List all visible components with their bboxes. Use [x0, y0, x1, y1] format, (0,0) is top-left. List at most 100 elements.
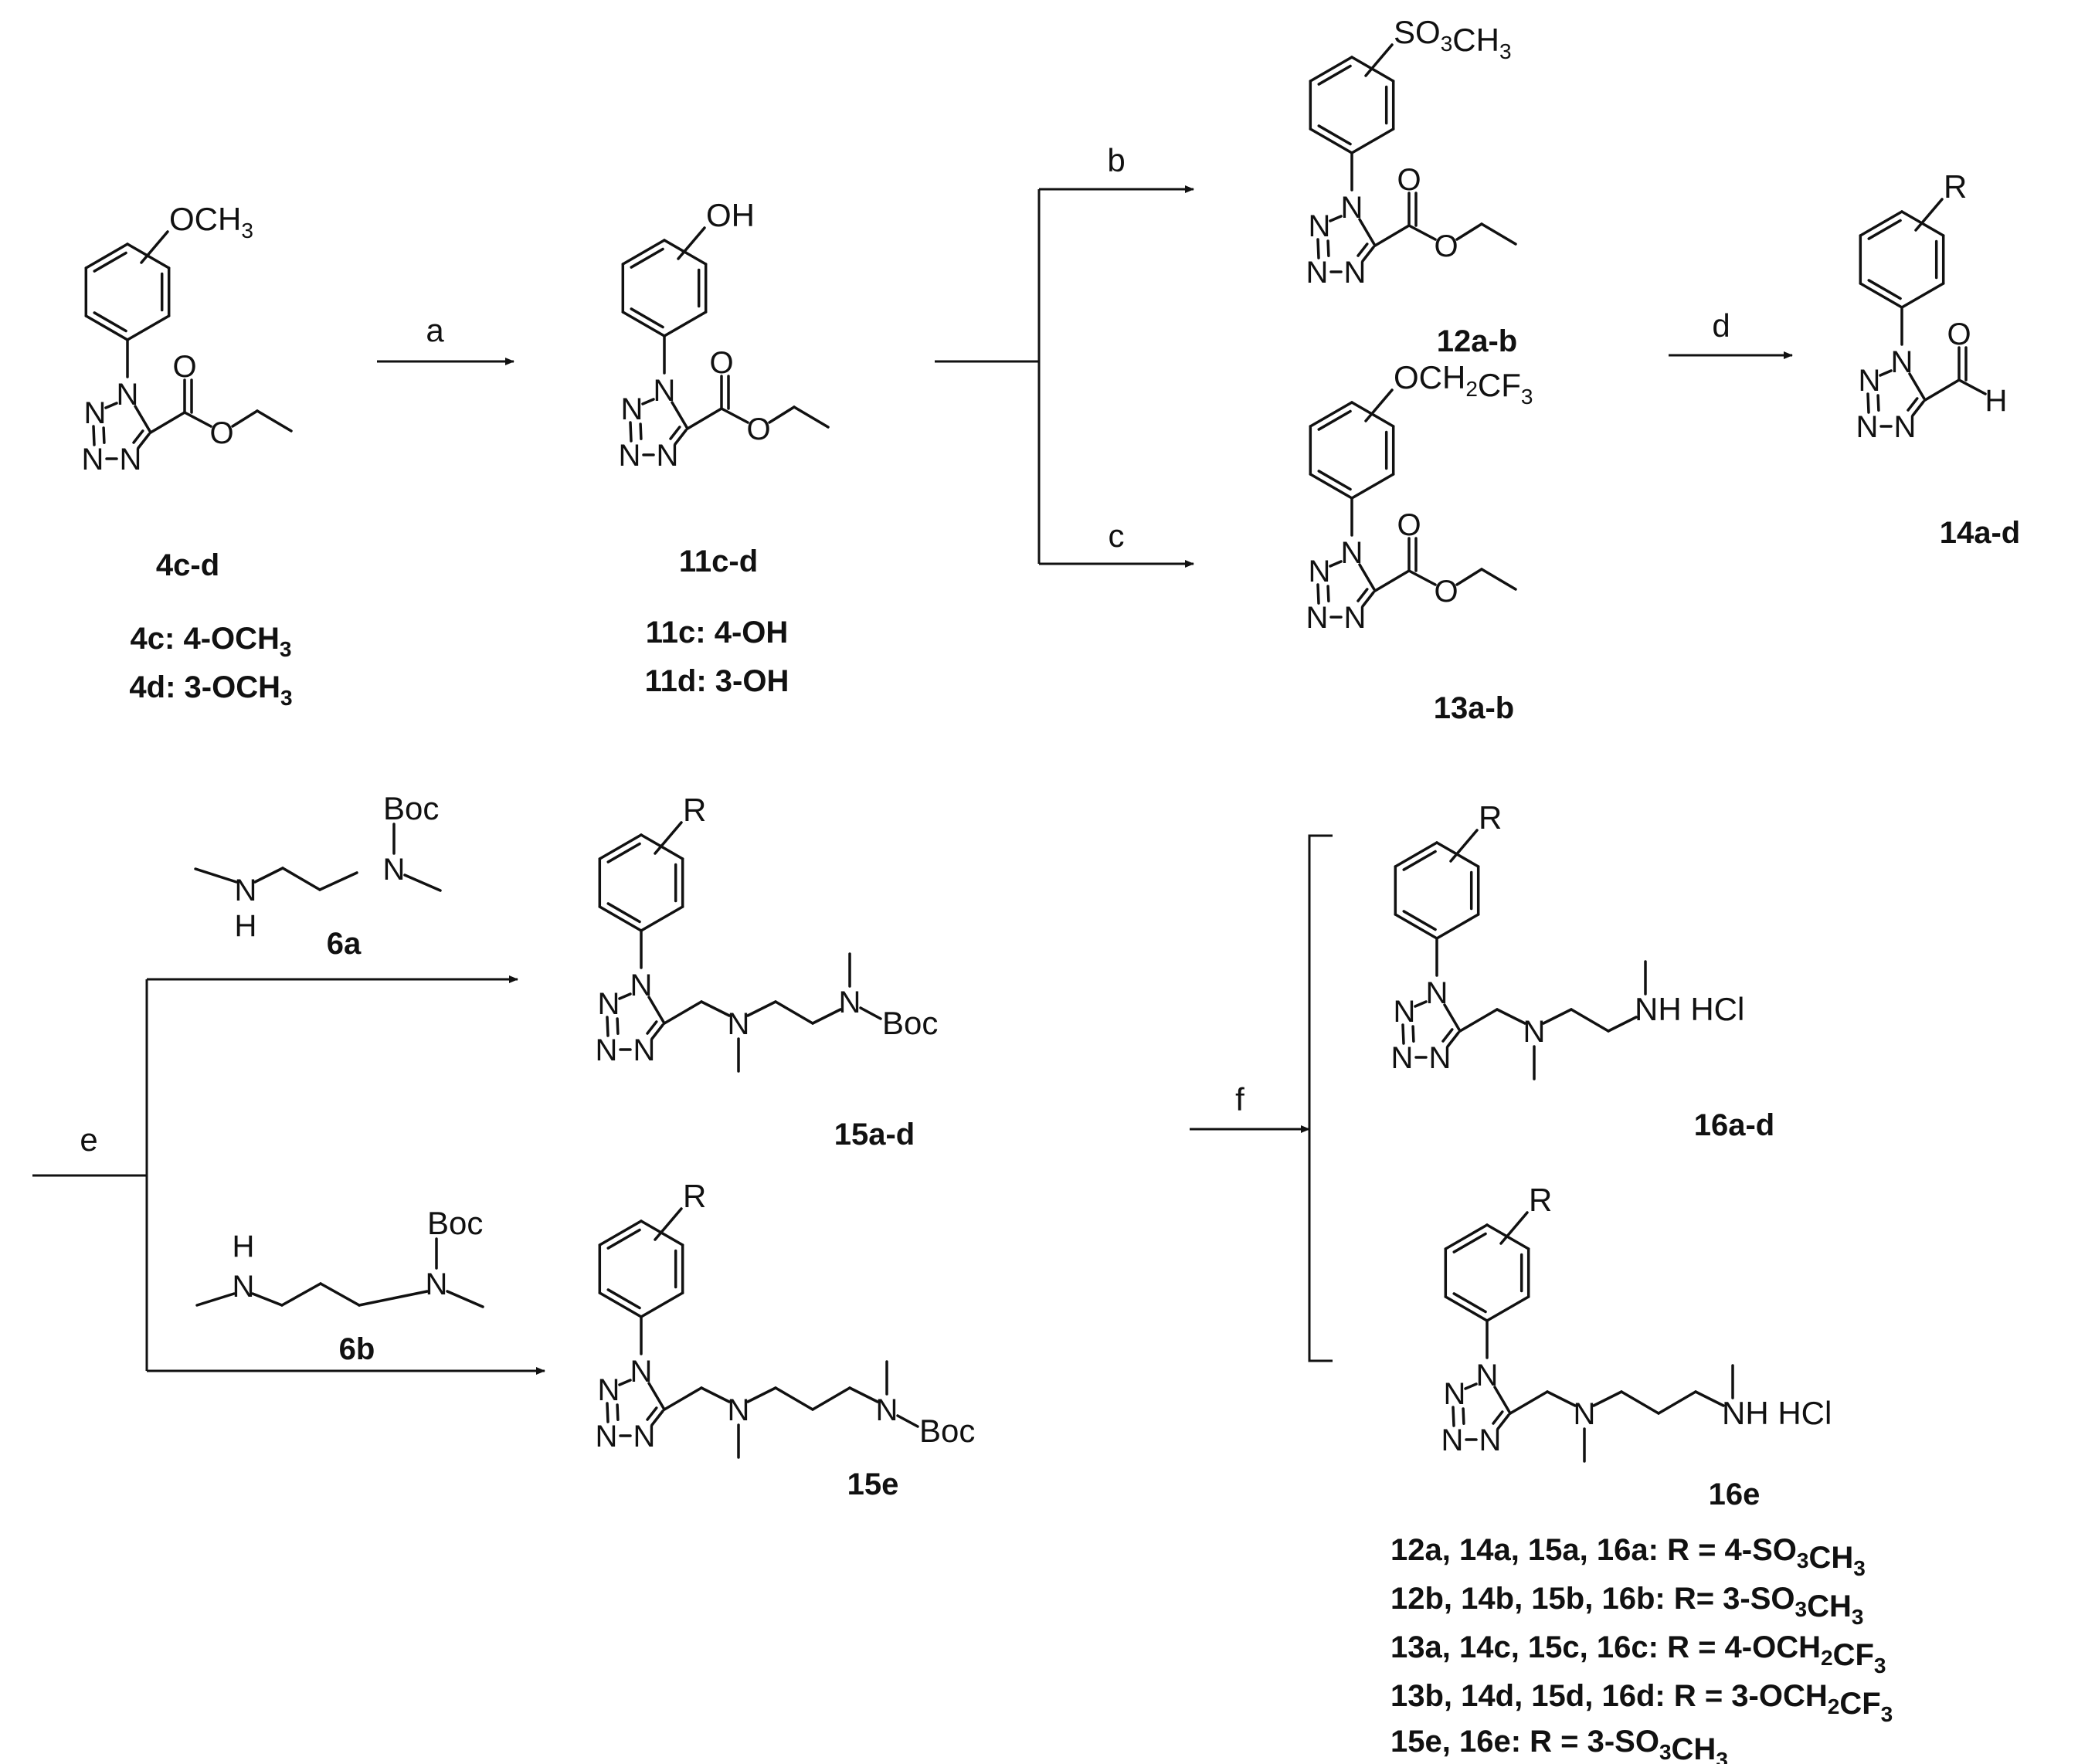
- compound-16e-atom-n3: N: [1441, 1423, 1464, 1457]
- legend-line-3: 13a, 14c, 15c, 16c: R = 4-OCH2CF3: [1390, 1630, 1886, 1677]
- compound-16ad-atom-n-amine: N: [1523, 1015, 1546, 1049]
- compound-12ab-substituent: SO3CH3: [1394, 14, 1512, 63]
- reagent-6b-atom-n: N: [233, 1270, 255, 1304]
- compound-15ad-atom-n4: N: [633, 1033, 656, 1067]
- caption-11cd: 11c-d: [679, 544, 758, 578]
- compound-16e-atom-n1: N: [1476, 1359, 1499, 1393]
- compound-16e-atom-n-amine: N: [1574, 1397, 1596, 1431]
- compound-15ad-atom-n3: N: [596, 1033, 618, 1067]
- compound-16e-substituent: R: [1529, 1182, 1552, 1218]
- bracket-products: [1308, 834, 1333, 1362]
- compound-15ad-atom-n-terminal: N: [839, 985, 861, 1019]
- compound-16ad-atom-n1: N: [1426, 976, 1448, 1010]
- compound-16ad-atom-n2: N: [1394, 995, 1416, 1029]
- compound-4cd-atom-o-ester: O: [209, 416, 233, 450]
- compound-13ab-substituent: OCH2CF3: [1394, 359, 1533, 409]
- compound-13ab-atom-n4: N: [1344, 601, 1367, 635]
- caption-4c: 4c: 4-OCH3: [131, 622, 292, 661]
- compound-14ad-atom-h: H: [1985, 384, 2008, 418]
- compound-11cd-atom-n3: N: [619, 439, 641, 473]
- caption-15e: 15e: [847, 1467, 899, 1501]
- compound-15ad-atom-n1: N: [630, 969, 653, 1002]
- compound-12ab-atom-n2: N: [1309, 209, 1331, 243]
- compound-4cd-substituent: OCH3: [169, 201, 253, 243]
- caption-4cd: 4c-d: [156, 548, 219, 582]
- compound-4cd-atom-n3: N: [82, 443, 104, 477]
- caption-16ad: 16a-d: [1694, 1108, 1775, 1142]
- caption-12ab: 12a-b: [1437, 324, 1518, 358]
- compound-12ab-atom-n1: N: [1341, 191, 1363, 225]
- compound-13ab-atom-n1: N: [1341, 536, 1363, 570]
- compound-11cd-substituent: OH: [706, 197, 755, 233]
- compound-15e-boc-group: Boc: [919, 1413, 975, 1449]
- compound-15e-atom-n-terminal: N: [876, 1393, 898, 1427]
- compound-15ad-boc-group: Boc: [882, 1005, 938, 1041]
- compound-12ab-atom-n3: N: [1306, 256, 1329, 290]
- compound-13ab-atom-n2: N: [1309, 555, 1331, 589]
- compound-16ad-atom-n3: N: [1391, 1041, 1414, 1075]
- caption-13ab: 13a-b: [1434, 691, 1515, 725]
- compound-14ad-substituent: R: [1944, 168, 1967, 205]
- compound-13ab-atom-o-carbonyl: O: [1397, 508, 1421, 542]
- compound-14ad-atom-n3: N: [1856, 410, 1879, 444]
- compound-11cd-atom-n4: N: [657, 439, 679, 473]
- caption-15ad: 15a-d: [834, 1118, 915, 1152]
- compound-14ad-atom-n2: N: [1859, 364, 1881, 398]
- compound-15ad-atom-n-amine: N: [728, 1007, 750, 1041]
- legend-line-5: 15e, 16e: R = 3-SO3CH3: [1390, 1725, 1728, 1764]
- compound-12ab-atom-n4: N: [1344, 256, 1367, 290]
- compound-11cd-atom-n1: N: [654, 374, 676, 408]
- compound-16ad-atom-n4: N: [1429, 1041, 1452, 1075]
- compound-14ad-atom-n4: N: [1894, 410, 1917, 444]
- reagent-label-e: e: [80, 1121, 97, 1158]
- compound-4cd-atom-n1: N: [117, 378, 139, 412]
- compound-15e-atom-n3: N: [596, 1420, 618, 1454]
- compound-13ab-atom-o-ester: O: [1434, 575, 1458, 609]
- compound-15ad-atom-n2: N: [598, 987, 620, 1021]
- compound-16ad-nh-hcl: NH HCl: [1635, 991, 1744, 1027]
- compound-15e-atom-n1: N: [630, 1355, 653, 1389]
- arrow-layer: [32, 185, 1793, 1375]
- reagent-6a-atom-n-boc: N: [383, 853, 406, 887]
- compound-15e-atom-n2: N: [598, 1373, 620, 1407]
- caption-4d: 4d: 3-OCH3: [129, 670, 292, 710]
- caption-14ad: 14a-d: [1940, 516, 2021, 550]
- reagent-6a-boc-group: Boc: [383, 790, 439, 826]
- reagent-label-b: b: [1107, 142, 1125, 178]
- legend-line-4: 13b, 14d, 15d, 16d: R = 3-OCH2CF3: [1390, 1679, 1893, 1726]
- reagent-label-a: a: [426, 312, 444, 348]
- reagent-6a-atom-h: H: [235, 909, 257, 943]
- reagent-6b-atom-n-boc: N: [426, 1267, 448, 1301]
- legend-line-2: 12b, 14b, 15b, 16b: R= 3-SO3CH3: [1390, 1582, 1863, 1629]
- compound-14ad-atom-o-aldehyde: O: [1947, 317, 1971, 351]
- caption-6b: 6b: [339, 1332, 375, 1366]
- compound-15e-substituent: R: [683, 1178, 706, 1214]
- compound-16e-atom-n2: N: [1444, 1377, 1466, 1411]
- caption-6a: 6a: [327, 927, 362, 961]
- reagent-6a-atom-n: N: [235, 874, 257, 907]
- compound-16e-nh-hcl: NH HCl: [1722, 1395, 1832, 1431]
- compound-15ad-substituent: R: [683, 792, 706, 828]
- reagent-6b-atom-h: H: [233, 1230, 255, 1264]
- compound-11cd-atom-o-carbonyl: O: [709, 346, 733, 380]
- reagent-6b-boc-group: Boc: [427, 1205, 483, 1241]
- compound-15e-atom-n4: N: [633, 1420, 656, 1454]
- reagent-label-d: d: [1712, 307, 1730, 344]
- compound-14ad-atom-n1: N: [1891, 345, 1913, 379]
- caption-16e: 16e: [1709, 1477, 1761, 1511]
- compound-11cd-atom-n2: N: [621, 392, 643, 426]
- legend-line-1: 12a, 14a, 15a, 16a: R = 4-SO3CH3: [1390, 1533, 1866, 1580]
